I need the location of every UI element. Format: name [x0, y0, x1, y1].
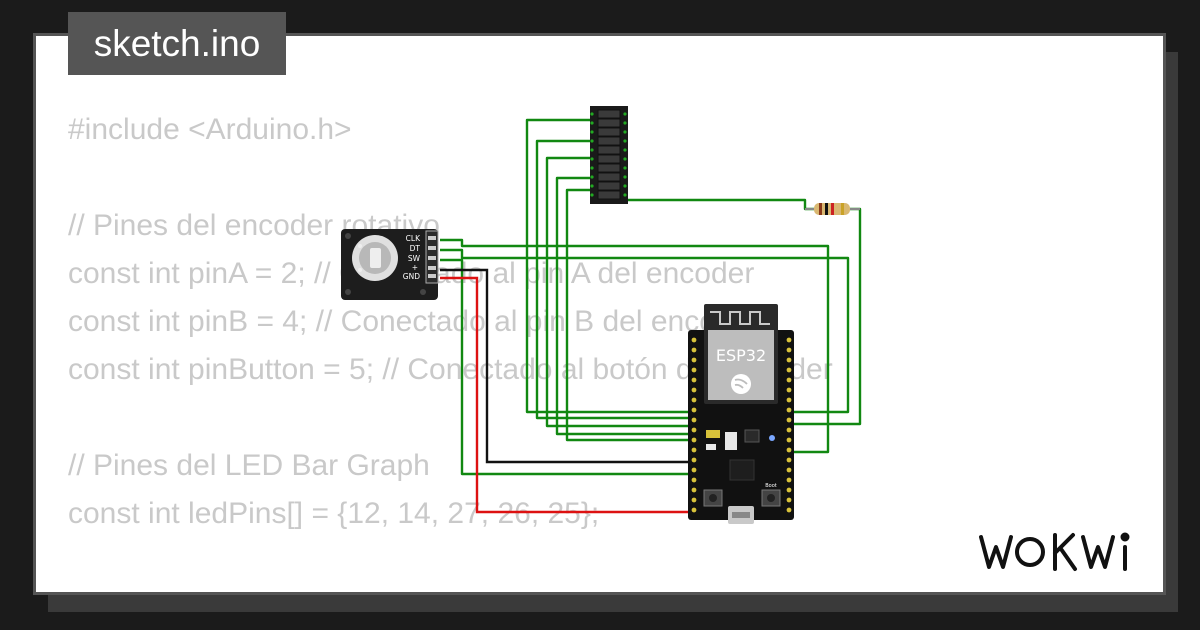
resistor[interactable]	[805, 203, 860, 215]
led-bar-graph[interactable]	[590, 106, 628, 204]
espressif-icon	[731, 374, 751, 394]
black-wire	[440, 268, 696, 464]
esp32-board[interactable]: ESP32 Boot	[688, 304, 794, 524]
file-tab-title: sketch.ino	[68, 12, 286, 75]
code-line: // Pines del LED Bar Graph	[68, 449, 430, 482]
wokwi-logo	[979, 532, 1130, 571]
code-line: const int pinA = 2; // Conectado al pin …	[68, 257, 755, 290]
esp32-label: ESP32	[716, 346, 766, 365]
code-line: #include <Arduino.h>	[68, 113, 352, 146]
boot-label: Boot	[765, 483, 777, 489]
code-line: // Pines del encoder rotativo	[68, 209, 440, 242]
encoder-pin-gnd: GND	[403, 272, 420, 281]
code-line: const int ledPins[] = {12, 14, 27, 26, 2…	[68, 497, 600, 530]
encoder-pin-dt: DT	[410, 244, 421, 253]
rotary-encoder[interactable]: CLK DT SW + GND	[341, 229, 439, 300]
encoder-pin-sw: SW	[408, 254, 421, 263]
green-wires	[440, 118, 862, 476]
encoder-pin-clk: CLK	[406, 234, 421, 243]
encoder-pin-vcc: +	[412, 263, 418, 272]
code-preview: #include <Arduino.h> // Pines del encoder…	[68, 106, 833, 592]
red-wire	[440, 276, 696, 514]
